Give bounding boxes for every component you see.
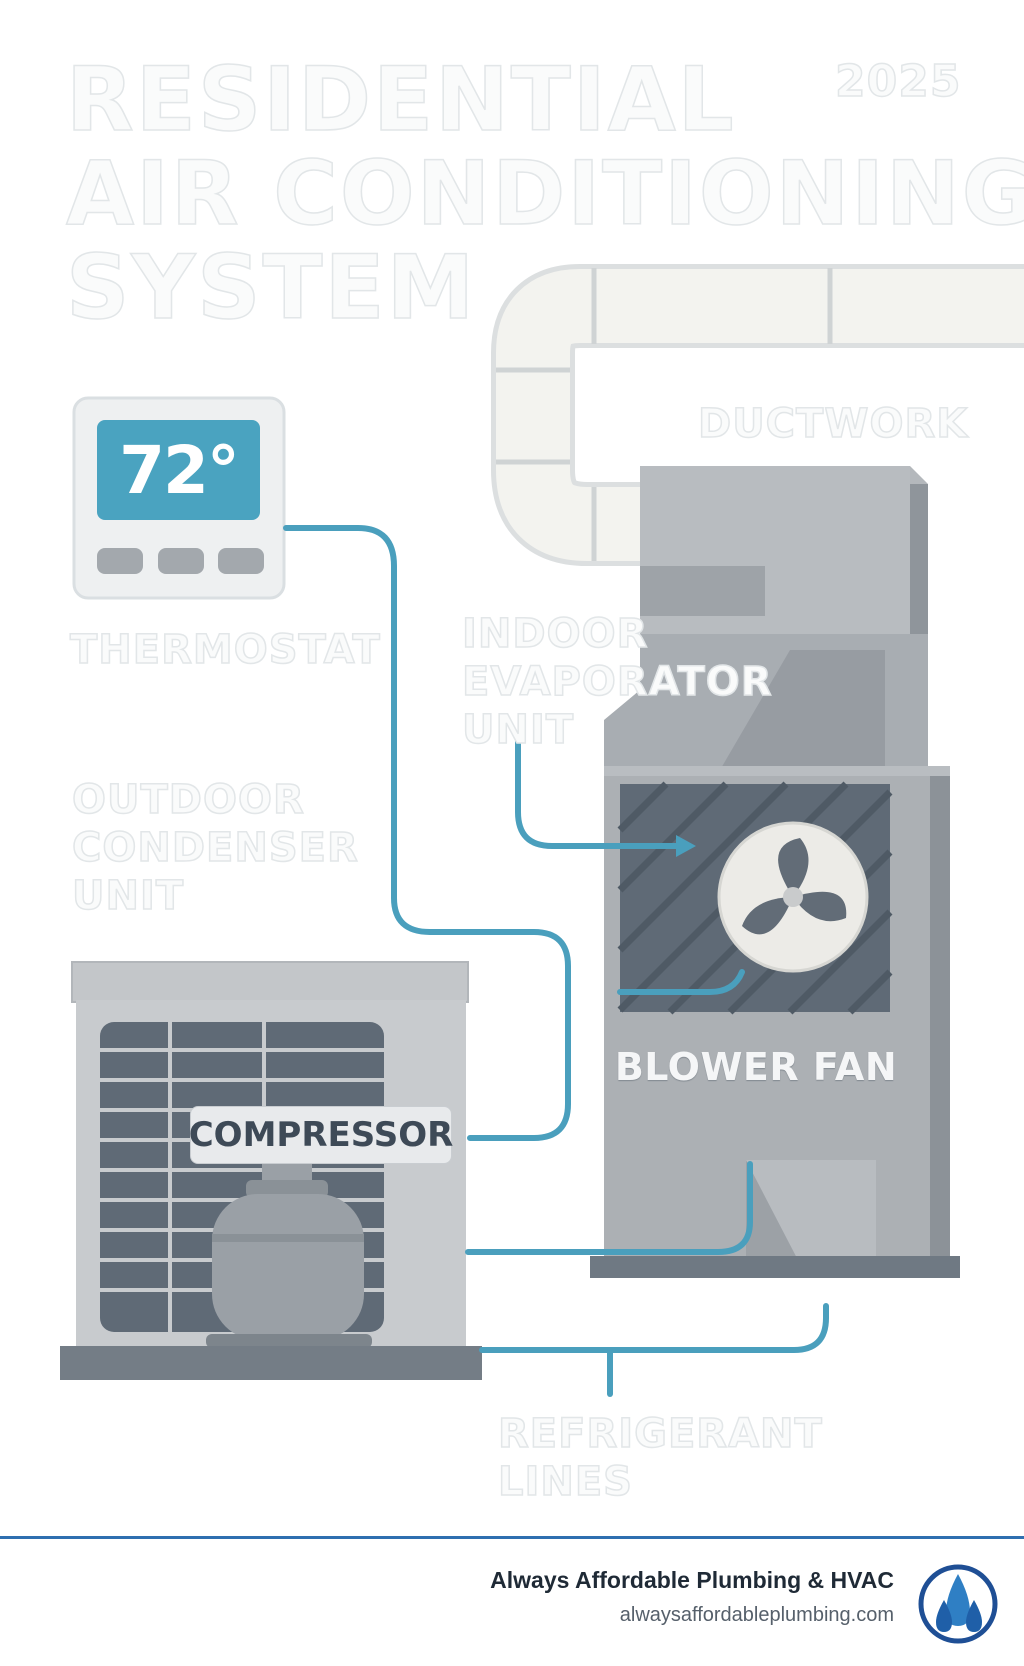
thermostat-temperature-reading: 72° bbox=[119, 431, 240, 509]
title-line-3: SYSTEM bbox=[65, 236, 477, 339]
indoor-unit-graphic bbox=[590, 466, 960, 1278]
blower-fan-label: BLOWER FAN bbox=[614, 1045, 898, 1089]
outdoor-condenser-label-line-3: UNIT bbox=[71, 872, 185, 920]
title-line-1: RESIDENTIAL bbox=[65, 48, 736, 151]
refrigerant-lines-label-line-1: REFRIGERANT bbox=[497, 1410, 823, 1458]
compressor-label: COMPRESSOR bbox=[189, 1106, 453, 1164]
footer-company-name: Always Affordable Plumbing & HVAC bbox=[490, 1567, 894, 1593]
title-line-2: AIR CONDITIONING bbox=[65, 142, 1024, 245]
outdoor-condenser-label-line-2: CONDENSER bbox=[71, 824, 359, 872]
refrigerant-lines-label-line-2: LINES bbox=[497, 1458, 633, 1506]
year-label: 2025 bbox=[834, 56, 962, 107]
thermostat-label: THERMOSTAT bbox=[69, 626, 381, 674]
refrigerant-lines-graphic bbox=[283, 525, 829, 1397]
indoor-evaporator-label-line-1: INDOOR bbox=[461, 610, 649, 658]
outdoor-unit-graphic bbox=[60, 961, 482, 1380]
thermostat-graphic bbox=[72, 396, 286, 600]
ductwork-label: DUCTWORK bbox=[697, 400, 969, 448]
footer-divider bbox=[0, 1536, 1024, 1539]
outdoor-condenser-label-line-1: OUTDOOR bbox=[71, 776, 305, 824]
indoor-evaporator-label-line-2: EVAPORATOR bbox=[461, 658, 773, 706]
indoor-evaporator-label-line-3: UNIT bbox=[461, 706, 575, 754]
footer-website-link[interactable]: alwaysaffordableplumbing.com bbox=[619, 1604, 894, 1626]
water-drop-logo-icon bbox=[918, 1564, 998, 1644]
